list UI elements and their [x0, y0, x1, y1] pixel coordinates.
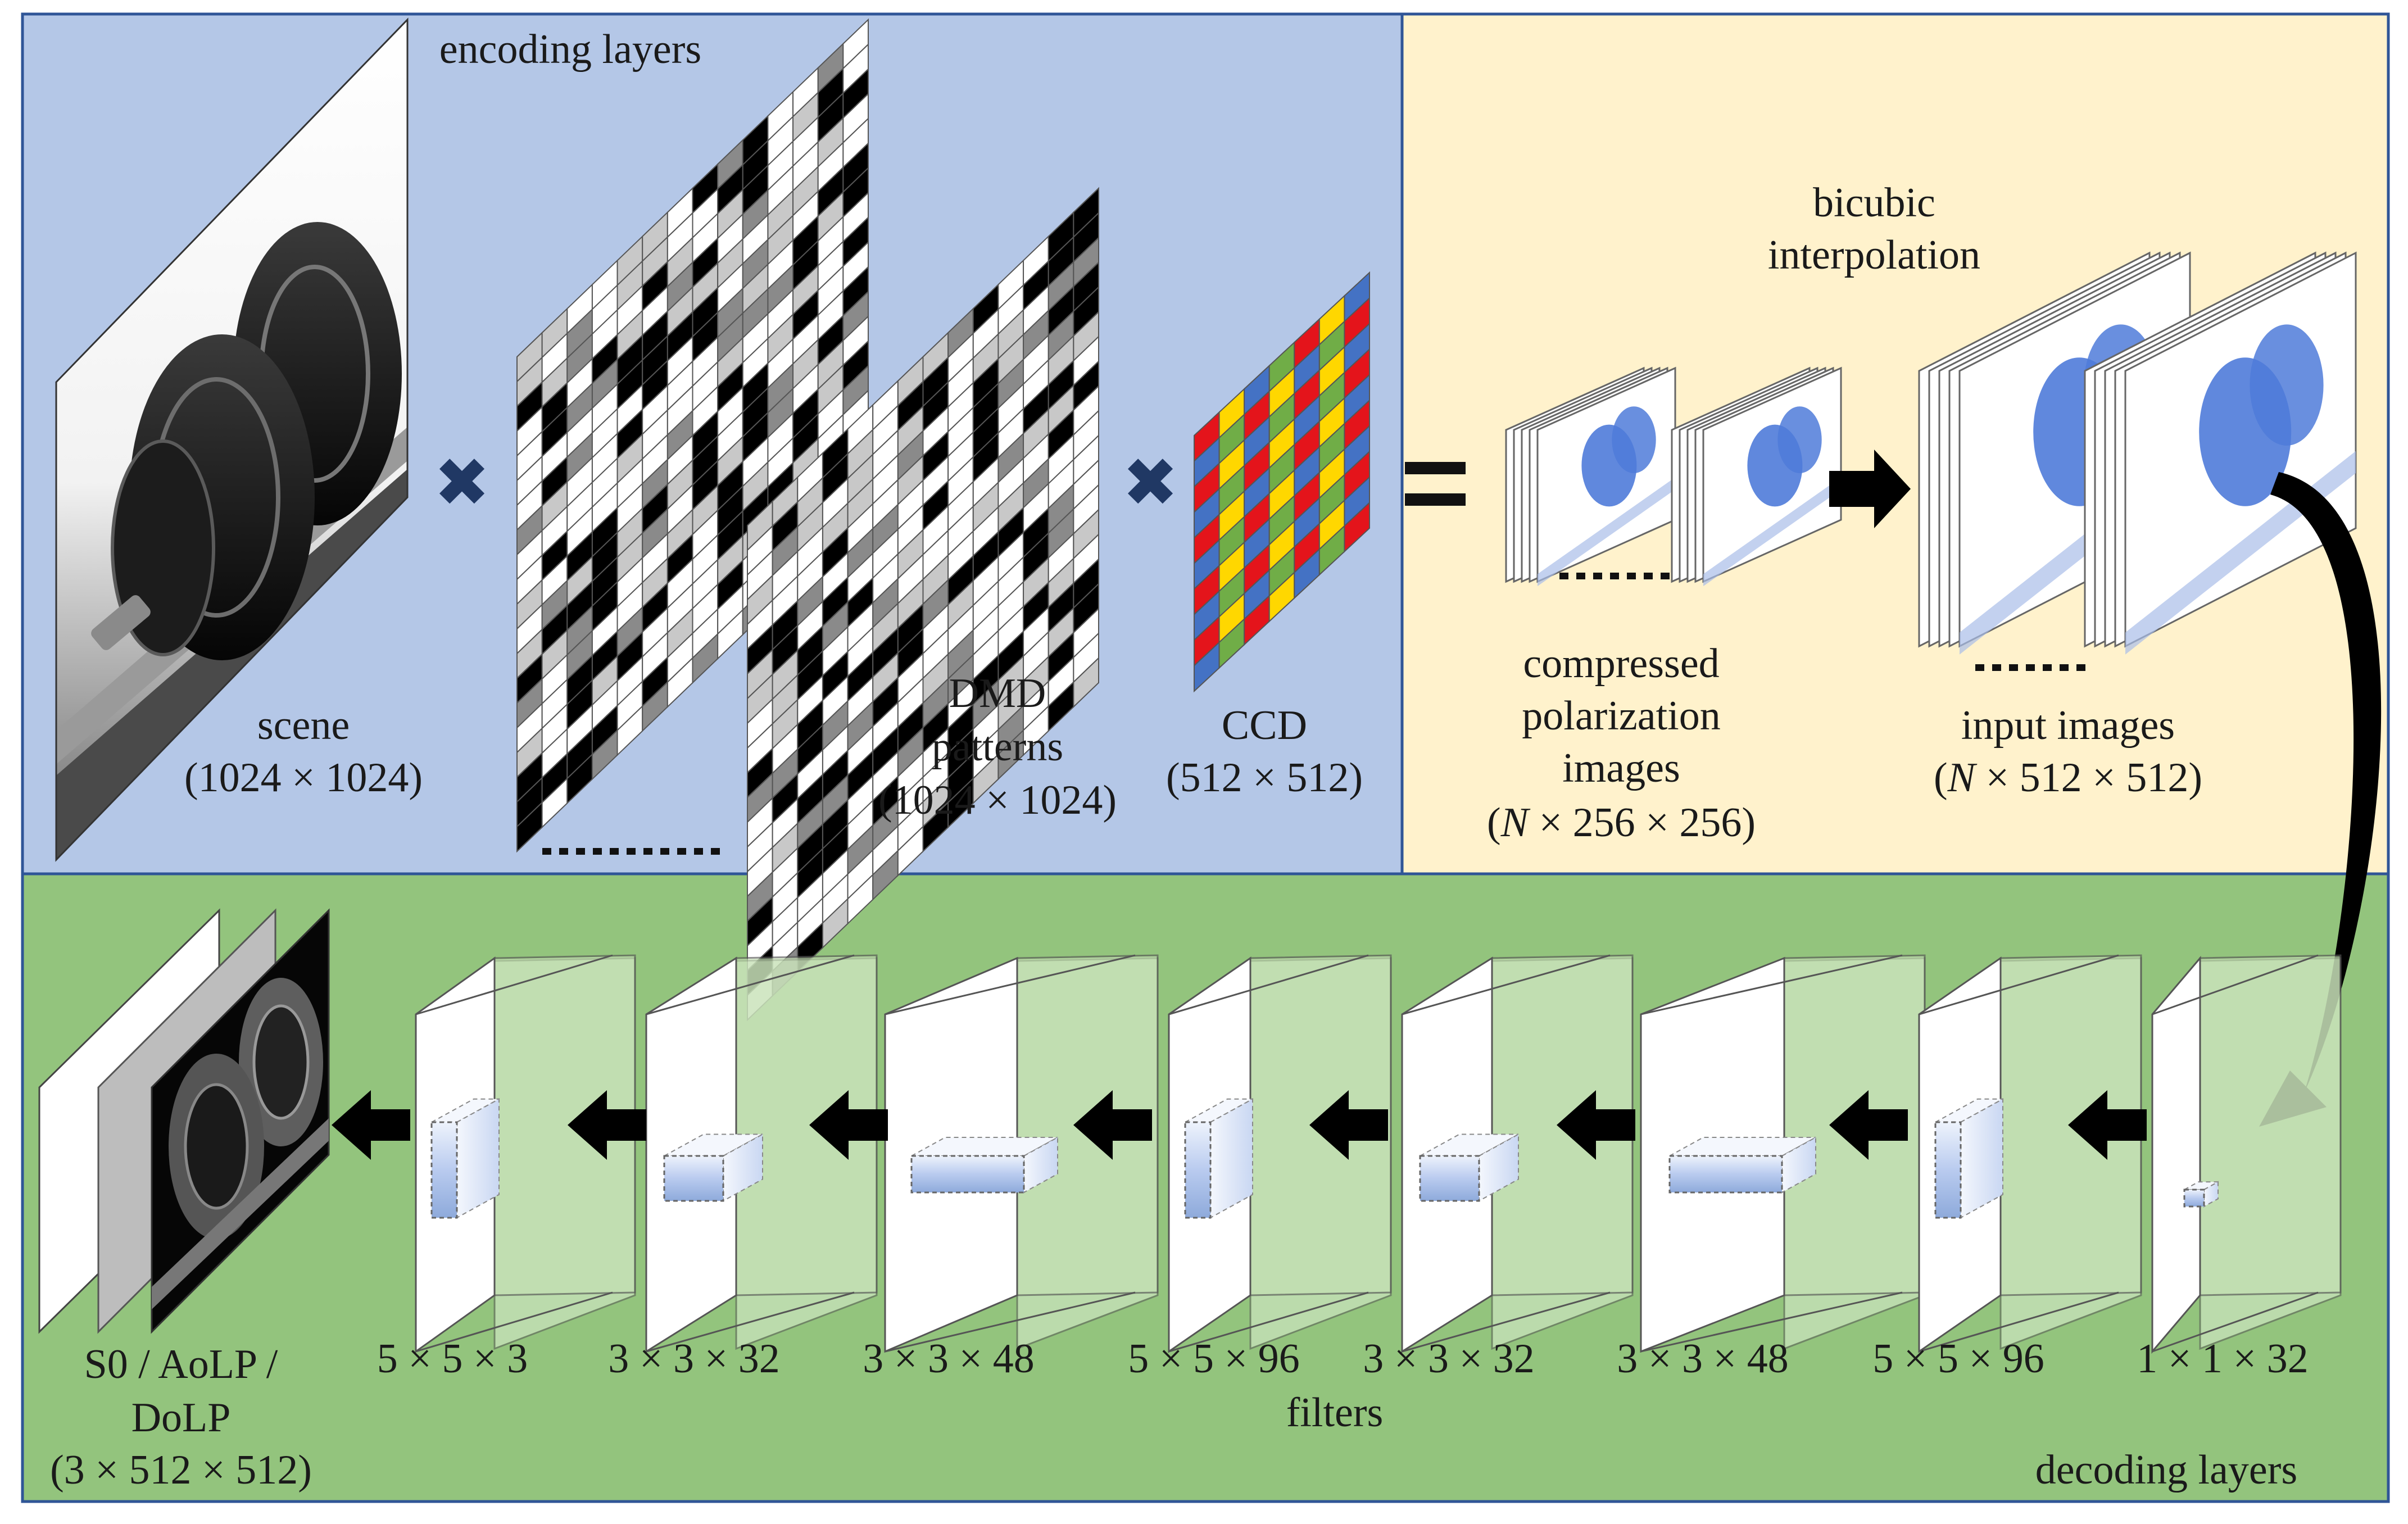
layer-edge — [1402, 1291, 1611, 1353]
tinted-rail — [1538, 477, 1675, 587]
left-arrow-icon — [2068, 1090, 2147, 1160]
tinted-wheel — [1581, 424, 1637, 507]
layer-edge — [1919, 954, 2119, 1015]
layer-edge — [2152, 954, 2319, 1015]
layer-edge — [885, 954, 1136, 1015]
interpolation-title-line2: interpolation — [1768, 232, 1980, 278]
left-arrow-icon — [1309, 1090, 1388, 1160]
output-label-line2: DoLP — [131, 1395, 231, 1441]
input-label: input images — [1961, 702, 2175, 749]
interpolation-arrow-icon — [1829, 450, 1911, 528]
dmd-dims: (1024 × 1024) — [878, 777, 1117, 823]
layer-edge — [2152, 1291, 2319, 1353]
left-arrow-icon — [809, 1090, 888, 1160]
left-arrow-icon — [568, 1090, 646, 1160]
compressed-dims: (N × 256 × 256) — [1487, 800, 1756, 846]
input-dims: (N × 512 × 512) — [1934, 755, 2202, 801]
interpolation-title-line1: bicubic — [1813, 180, 1935, 226]
filter-label: 5 × 5 × 96 — [1128, 1336, 1299, 1382]
scene-label: scene — [257, 702, 350, 749]
decoding-title: decoding layers — [2035, 1447, 2297, 1493]
compressed-label-line2: polarization — [1522, 693, 1720, 739]
filter-label: 5 × 5 × 3 — [377, 1336, 528, 1382]
filter-box-front — [910, 1155, 1025, 1194]
compressed-image-stack — [1671, 366, 1842, 587]
equals-symbol — [1405, 462, 1466, 506]
filter-box-front — [1419, 1155, 1480, 1202]
layer-edge — [646, 954, 855, 1015]
filter-box-front — [430, 1121, 458, 1219]
filter-box-side — [2203, 1181, 2219, 1208]
ccd-dims: (512 × 512) — [1166, 755, 1363, 801]
layer-edge — [1640, 1291, 1903, 1353]
left-arrow-icon — [1073, 1090, 1152, 1160]
ccd-cell — [1344, 501, 1370, 553]
compressed-label-line1: compressed — [1523, 641, 1719, 687]
layer-edge — [1919, 1291, 2119, 1353]
multiply-symbol-2: ✖ — [1122, 444, 1179, 522]
decoder-layers — [415, 954, 2342, 1354]
dmd-label-line1: DMD — [949, 670, 1046, 716]
left-arrow-icon — [1557, 1090, 1635, 1160]
output-label-line1: S0 / AoLP / — [84, 1341, 278, 1387]
filter-label: 3 × 3 × 48 — [863, 1336, 1034, 1382]
layer-edge — [1168, 1291, 1369, 1353]
filter-box-front — [1668, 1155, 1783, 1194]
ccd-label: CCD — [1222, 702, 1307, 749]
left-arrow-icon — [1829, 1090, 1908, 1160]
compressed-label-line3: images — [1562, 745, 1680, 791]
tinted-wheel — [2199, 357, 2292, 506]
layer-edge — [885, 1291, 1136, 1353]
decoder-filter-labels: 5 × 5 × 3 3 × 3 × 32 3 × 3 × 48 5 × 5 × … — [377, 1336, 2309, 1382]
tinted-wheel — [1747, 424, 1803, 507]
filter-box-front — [2183, 1189, 2205, 1208]
filter-box-side — [1781, 1136, 1816, 1194]
filters-label: filters — [1286, 1390, 1384, 1436]
filter-label: 3 × 3 × 32 — [608, 1336, 779, 1382]
layer-edge — [646, 1291, 855, 1353]
compressed-image-stack — [1505, 366, 1676, 587]
decoder-arrows — [332, 1090, 2147, 1160]
filter-label: 5 × 5 × 96 — [1872, 1336, 2044, 1382]
ccd-bayer-grid — [1194, 271, 1370, 693]
dmd-label-line2: patterns — [932, 724, 1063, 770]
output-dims: (3 × 512 × 512) — [50, 1447, 312, 1493]
filter-box-side — [1023, 1136, 1058, 1194]
multiply-symbol-1: ✖ — [434, 444, 491, 522]
layer-edge — [1640, 954, 1903, 1015]
filter-label: 3 × 3 × 48 — [1617, 1336, 1788, 1382]
filter-box-front — [1934, 1121, 1962, 1219]
layer-edge — [415, 954, 613, 1015]
filter-box-front — [1184, 1121, 1212, 1219]
encoding-title: encoding layers — [439, 26, 701, 72]
left-arrow-icon — [332, 1090, 410, 1160]
layer-edge — [1402, 954, 1611, 1015]
filter-box-front — [663, 1155, 724, 1202]
scene-dims: (1024 × 1024) — [184, 755, 423, 801]
layer-edge — [1168, 954, 1369, 1015]
scene-image — [55, 17, 409, 862]
layer-edge — [415, 1291, 613, 1353]
dmd-patterns — [516, 18, 1099, 1022]
layer-side-face — [2199, 954, 2342, 1296]
tinted-rail — [1703, 477, 1841, 587]
dmd-cell — [1073, 656, 1099, 709]
filter-label: 3 × 3 × 32 — [1363, 1336, 1534, 1382]
output-images — [38, 908, 330, 1334]
layer-front-face — [2151, 955, 2201, 1354]
filter-label: 1 × 1 × 32 — [2137, 1336, 2308, 1382]
